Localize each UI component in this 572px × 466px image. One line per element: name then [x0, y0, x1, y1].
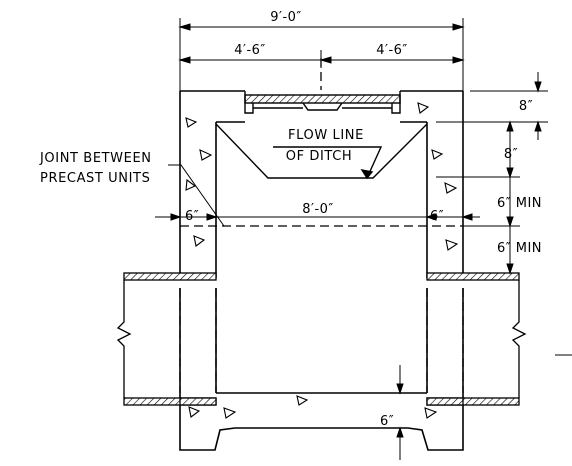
arrow-left	[178, 23, 191, 31]
aggregate-mark	[296, 395, 309, 406]
arrow-depth-bottom	[506, 167, 514, 179]
joint-lines	[179, 58, 464, 393]
base-hatch-left	[179, 397, 217, 406]
ditch-section	[215, 123, 428, 180]
arrow-top-slab-up	[534, 120, 542, 132]
arrow-wall-left-a	[170, 213, 182, 221]
pipe-right-top-wall	[426, 272, 520, 281]
aggregate-mark	[223, 407, 237, 419]
base-hatch-right	[426, 397, 464, 406]
grate-center	[302, 102, 343, 111]
dimension-lines	[155, 18, 572, 460]
aggregate-mark	[193, 235, 206, 247]
structure-outline	[179, 90, 464, 451]
arrow-center	[319, 56, 332, 64]
overall-width-label: 9′-0″	[270, 10, 302, 25]
wall-right-label: 6″	[430, 209, 444, 224]
pipe-left-break	[116, 280, 132, 398]
pipe-left-top-wall	[123, 272, 217, 281]
arrow-half-right	[452, 56, 465, 64]
aggregate-mark	[424, 407, 438, 419]
inner-width-label: 8′-0″	[302, 202, 334, 217]
flow-line-label-line2: OF DITCH	[286, 149, 353, 164]
aggregate-mark	[199, 149, 213, 161]
aggregate-mark	[188, 406, 201, 418]
aggregate-mark	[444, 182, 458, 194]
arrow-floor-top	[396, 383, 404, 395]
floor-label: 6″	[380, 414, 394, 429]
flow-line-arrowhead	[360, 168, 374, 180]
half-width-left-label: 4′-6″	[234, 43, 266, 58]
joint-note-line2: PRECAST UNITS	[40, 171, 150, 186]
arrow-right	[452, 23, 465, 31]
aggregate-mark	[431, 149, 444, 160]
arrow-depth-top	[506, 120, 514, 132]
flow-line-label-line1: FLOW LINE	[288, 128, 364, 143]
top-slab-label: 8″	[519, 99, 533, 114]
arrow-wall-left-b	[206, 213, 218, 221]
joint-note-line1: JOINT BETWEEN	[39, 151, 152, 166]
aggregate-mark	[445, 239, 459, 251]
joint-min-label: 6″ MIN	[497, 196, 542, 211]
arrow-top-slab-down	[534, 81, 542, 93]
aggregate-mark	[185, 117, 198, 128]
wall-left-label: 6″	[185, 209, 199, 224]
arrow-wall-right-b	[461, 213, 473, 221]
arrow-pipe-bottom	[506, 263, 514, 275]
aggregate-mark	[417, 102, 430, 114]
flow-line-underline	[273, 146, 383, 179]
depth-label: 8″	[504, 147, 518, 162]
joint-note-leader	[168, 164, 225, 227]
grate-hatch	[244, 94, 401, 104]
pipes	[116, 272, 527, 406]
arrow-floor-bottom	[396, 426, 404, 438]
arrow-wall-right-a	[425, 213, 437, 221]
grate-frame	[244, 91, 401, 114]
arrow-half-left	[178, 56, 191, 64]
labels: 9′-0″ 4′-6″ 4′-6″ 8″ 8″ 6″ MIN 6″ MIN 6″…	[39, 10, 542, 429]
pipe-min-label: 6″ MIN	[497, 241, 542, 256]
ditch-outline	[215, 123, 428, 179]
concrete-aggregate-marks	[185, 102, 459, 419]
arrow-joint-bottom	[506, 216, 514, 228]
aggregate-mark	[185, 178, 197, 191]
pipe-right-break	[511, 280, 527, 398]
half-width-right-label: 4′-6″	[376, 43, 408, 58]
base-slab	[179, 393, 464, 451]
